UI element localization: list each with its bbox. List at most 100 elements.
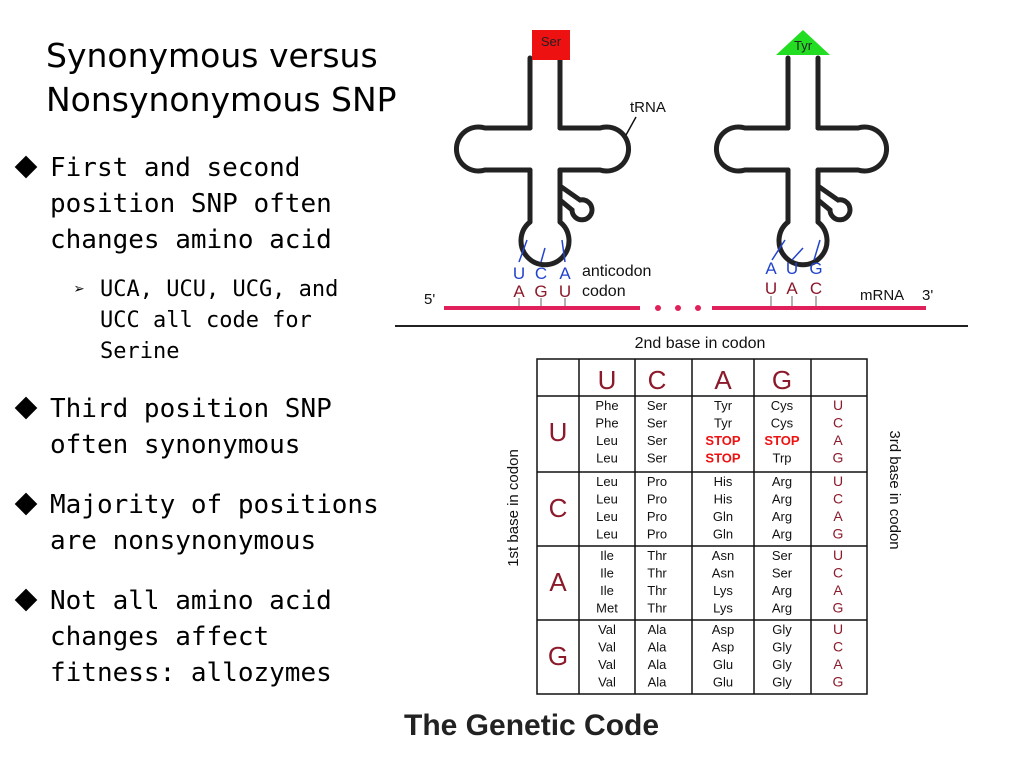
amino-acid-cell: Lys (713, 601, 733, 616)
third-base-label: A (833, 656, 843, 672)
bullet-line: changes affect (50, 622, 270, 652)
mrna-label: mRNA (860, 287, 904, 304)
third-base-label: A (833, 508, 843, 524)
amino-acid-cell: Gly (772, 675, 792, 690)
bullet-item: Not all amino acid changes affect fitnes… (14, 583, 406, 691)
anticodon-label: anticodon (582, 263, 651, 280)
amino-acid-cell: Cys (771, 398, 794, 413)
amino-acid-cell: Leu (596, 451, 618, 466)
amino-acid-cell: Ile (600, 566, 614, 581)
bullet-list: First and second position SNP often chan… (14, 150, 406, 715)
bullet-line: Third position SNP (50, 394, 332, 424)
amino-acid-cell: Pro (647, 492, 667, 507)
amino-acid-cell: Met (596, 601, 618, 616)
tyrosine-tag (776, 30, 830, 55)
amino-acid-cell: His (714, 492, 733, 507)
third-base-label: C (833, 491, 843, 507)
amino-acid-cell: STOP (705, 433, 740, 448)
sub-bullet-line: UCC all code for (100, 308, 312, 333)
first-base-header: G (548, 641, 568, 671)
amino-acid-cell: Arg (772, 527, 792, 542)
amino-acid-cell: Ser (772, 548, 793, 563)
amino-acid-cell: Asp (712, 640, 734, 655)
third-base-label: G (833, 526, 844, 542)
amino-acid-cell: Asp (712, 622, 734, 637)
amino-acid-cell: Ser (772, 566, 793, 581)
anticodon-letter: A (765, 259, 777, 278)
anticodon-letter: U (513, 264, 525, 283)
amino-acid-cell: His (714, 474, 733, 489)
bullet-line: First and second (50, 153, 301, 183)
amino-acid-cell: STOP (764, 433, 799, 448)
bullet-line: often synonymous (50, 430, 301, 460)
amino-acid-cell: Glu (713, 675, 733, 690)
trna-label: tRNA (630, 99, 666, 116)
first-base-header: C (549, 493, 568, 523)
second-base-header: C (648, 365, 667, 395)
codon-table-grid (536, 358, 868, 695)
anticodon-letter: G (809, 259, 822, 278)
amino-acid-cell: Leu (596, 474, 618, 489)
amino-acid-cell: Arg (772, 601, 792, 616)
amino-acid-cell: Arg (772, 583, 792, 598)
amino-acid-cell: Val (598, 640, 616, 655)
serine-tag-label: Ser (541, 34, 562, 49)
codon-label: codon (582, 283, 626, 300)
amino-acid-cell: Arg (772, 509, 792, 524)
amino-acid-cell: Thr (647, 566, 667, 581)
amino-acid-cell: Leu (596, 433, 618, 448)
trna-left-shape (453, 55, 632, 268)
amino-acid-cell: Ala (648, 657, 668, 672)
first-base-header: A (549, 567, 567, 597)
slide-title-line-2: Nonsynonymous SNP (46, 80, 397, 119)
amino-acid-cell: Thr (647, 601, 667, 616)
second-base-header: A (714, 365, 732, 395)
bullet-item: First and second position SNP often chan… (14, 150, 406, 258)
amino-acid-cell: Pro (647, 527, 667, 542)
mrna-three-prime: 3' (922, 287, 933, 304)
amino-acid-cell: Arg (772, 474, 792, 489)
third-base-label: U (833, 473, 843, 489)
slide-title-line-1: Synonymous versus (46, 36, 378, 75)
anticodon-letter: C (535, 264, 547, 283)
amino-acid-cell: Gly (772, 657, 792, 672)
mrna-five-prime: 5' (424, 291, 435, 308)
amino-acid-cell: Thr (647, 548, 667, 563)
amino-acid-cell: Thr (647, 583, 667, 598)
amino-acid-cell: Val (598, 657, 616, 672)
amino-acid-cell: Tyr (714, 398, 733, 413)
amino-acid-cell: Ser (647, 398, 668, 413)
genetic-code-caption: The Genetic Code (404, 709, 659, 742)
third-base-label: U (833, 547, 843, 563)
third-base-label: 3rd base in codon (886, 430, 903, 549)
amino-acid-cell: Ala (648, 675, 668, 690)
second-base-label: 2nd base in codon (635, 335, 766, 352)
arrow-bullet-icon: ➢ (74, 279, 85, 300)
third-base-label: A (833, 582, 843, 598)
amino-acid-cell: Pro (647, 474, 667, 489)
amino-acid-cell: Asn (712, 548, 734, 563)
amino-acid-cell: Ile (600, 583, 614, 598)
amino-acid-cell: Glu (713, 657, 733, 672)
tyrosine-tag-label: Tyr (794, 38, 813, 53)
amino-acid-cell: Arg (772, 492, 792, 507)
third-base-label: G (833, 450, 844, 466)
trna-right-shape (713, 55, 890, 268)
bullet-line: Not all amino acid (50, 586, 332, 616)
second-base-header: G (772, 365, 792, 395)
third-base-label: A (833, 432, 843, 448)
third-base-label: C (833, 415, 843, 431)
amino-acid-cell: Phe (595, 416, 618, 431)
amino-acid-cell: Ser (647, 451, 668, 466)
amino-acid-cell: Gln (713, 527, 733, 542)
first-base-header: U (549, 417, 568, 447)
anticodon-letter: A (559, 264, 571, 283)
amino-acid-cell: Gly (772, 640, 792, 655)
amino-acid-cell: Leu (596, 492, 618, 507)
bullet-line: fitness: allozymes (50, 658, 332, 688)
amino-acid-cell: Leu (596, 527, 618, 542)
bullet-line: are nonsynonymous (50, 526, 317, 556)
amino-acid-cell: Pro (647, 509, 667, 524)
